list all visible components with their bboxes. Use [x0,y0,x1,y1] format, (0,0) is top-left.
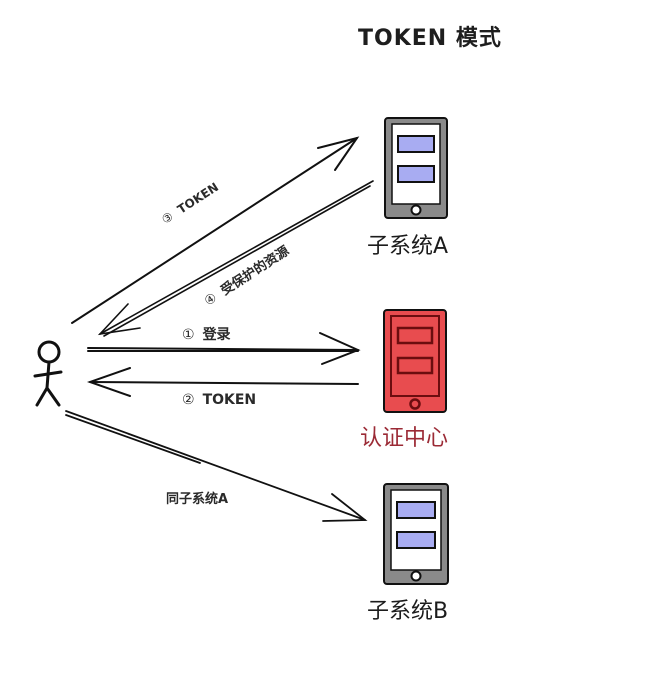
stick-figure-icon [33,340,63,407]
arrow-login [87,332,361,365]
arrow-token-return [86,367,359,397]
screen-block [396,326,434,345]
token-return-text: TOKEN [202,392,257,408]
screen-block [397,165,435,183]
figure-leg-right [45,386,61,407]
subsystem-b-label: 子系统B [367,599,449,624]
auth-center-label: 认证中心 [360,426,449,451]
auth-center-device[interactable] [383,309,447,413]
token-return-edge-label: ② TOKEN [182,392,256,408]
step-number: ① [182,327,195,343]
screen-block [397,135,435,153]
step-number: ② [182,392,195,408]
screen-block [396,501,436,519]
screen-block [396,531,436,549]
login-edge-label: ① 登录 [182,324,231,344]
figure-head [37,340,61,364]
subsystem-a-device[interactable] [384,117,448,219]
same-as-a-edge-label: 同子系统A [166,492,229,507]
screen-block [396,356,434,375]
arrow-protected-resource [97,180,374,337]
home-button-icon [410,204,422,216]
subsystem-b-device[interactable] [383,483,449,585]
figure-leg-left [35,386,49,407]
home-button-icon [410,570,422,582]
home-button-icon [409,398,421,410]
figure-arms [33,370,63,378]
arrow-token-to-a [71,136,360,324]
login-text: 登录 [202,327,231,343]
subsystem-a-label: 子系统A [367,234,449,259]
diagram-title: TOKEN 模式 [358,26,502,51]
arrow-to-b [65,410,368,522]
